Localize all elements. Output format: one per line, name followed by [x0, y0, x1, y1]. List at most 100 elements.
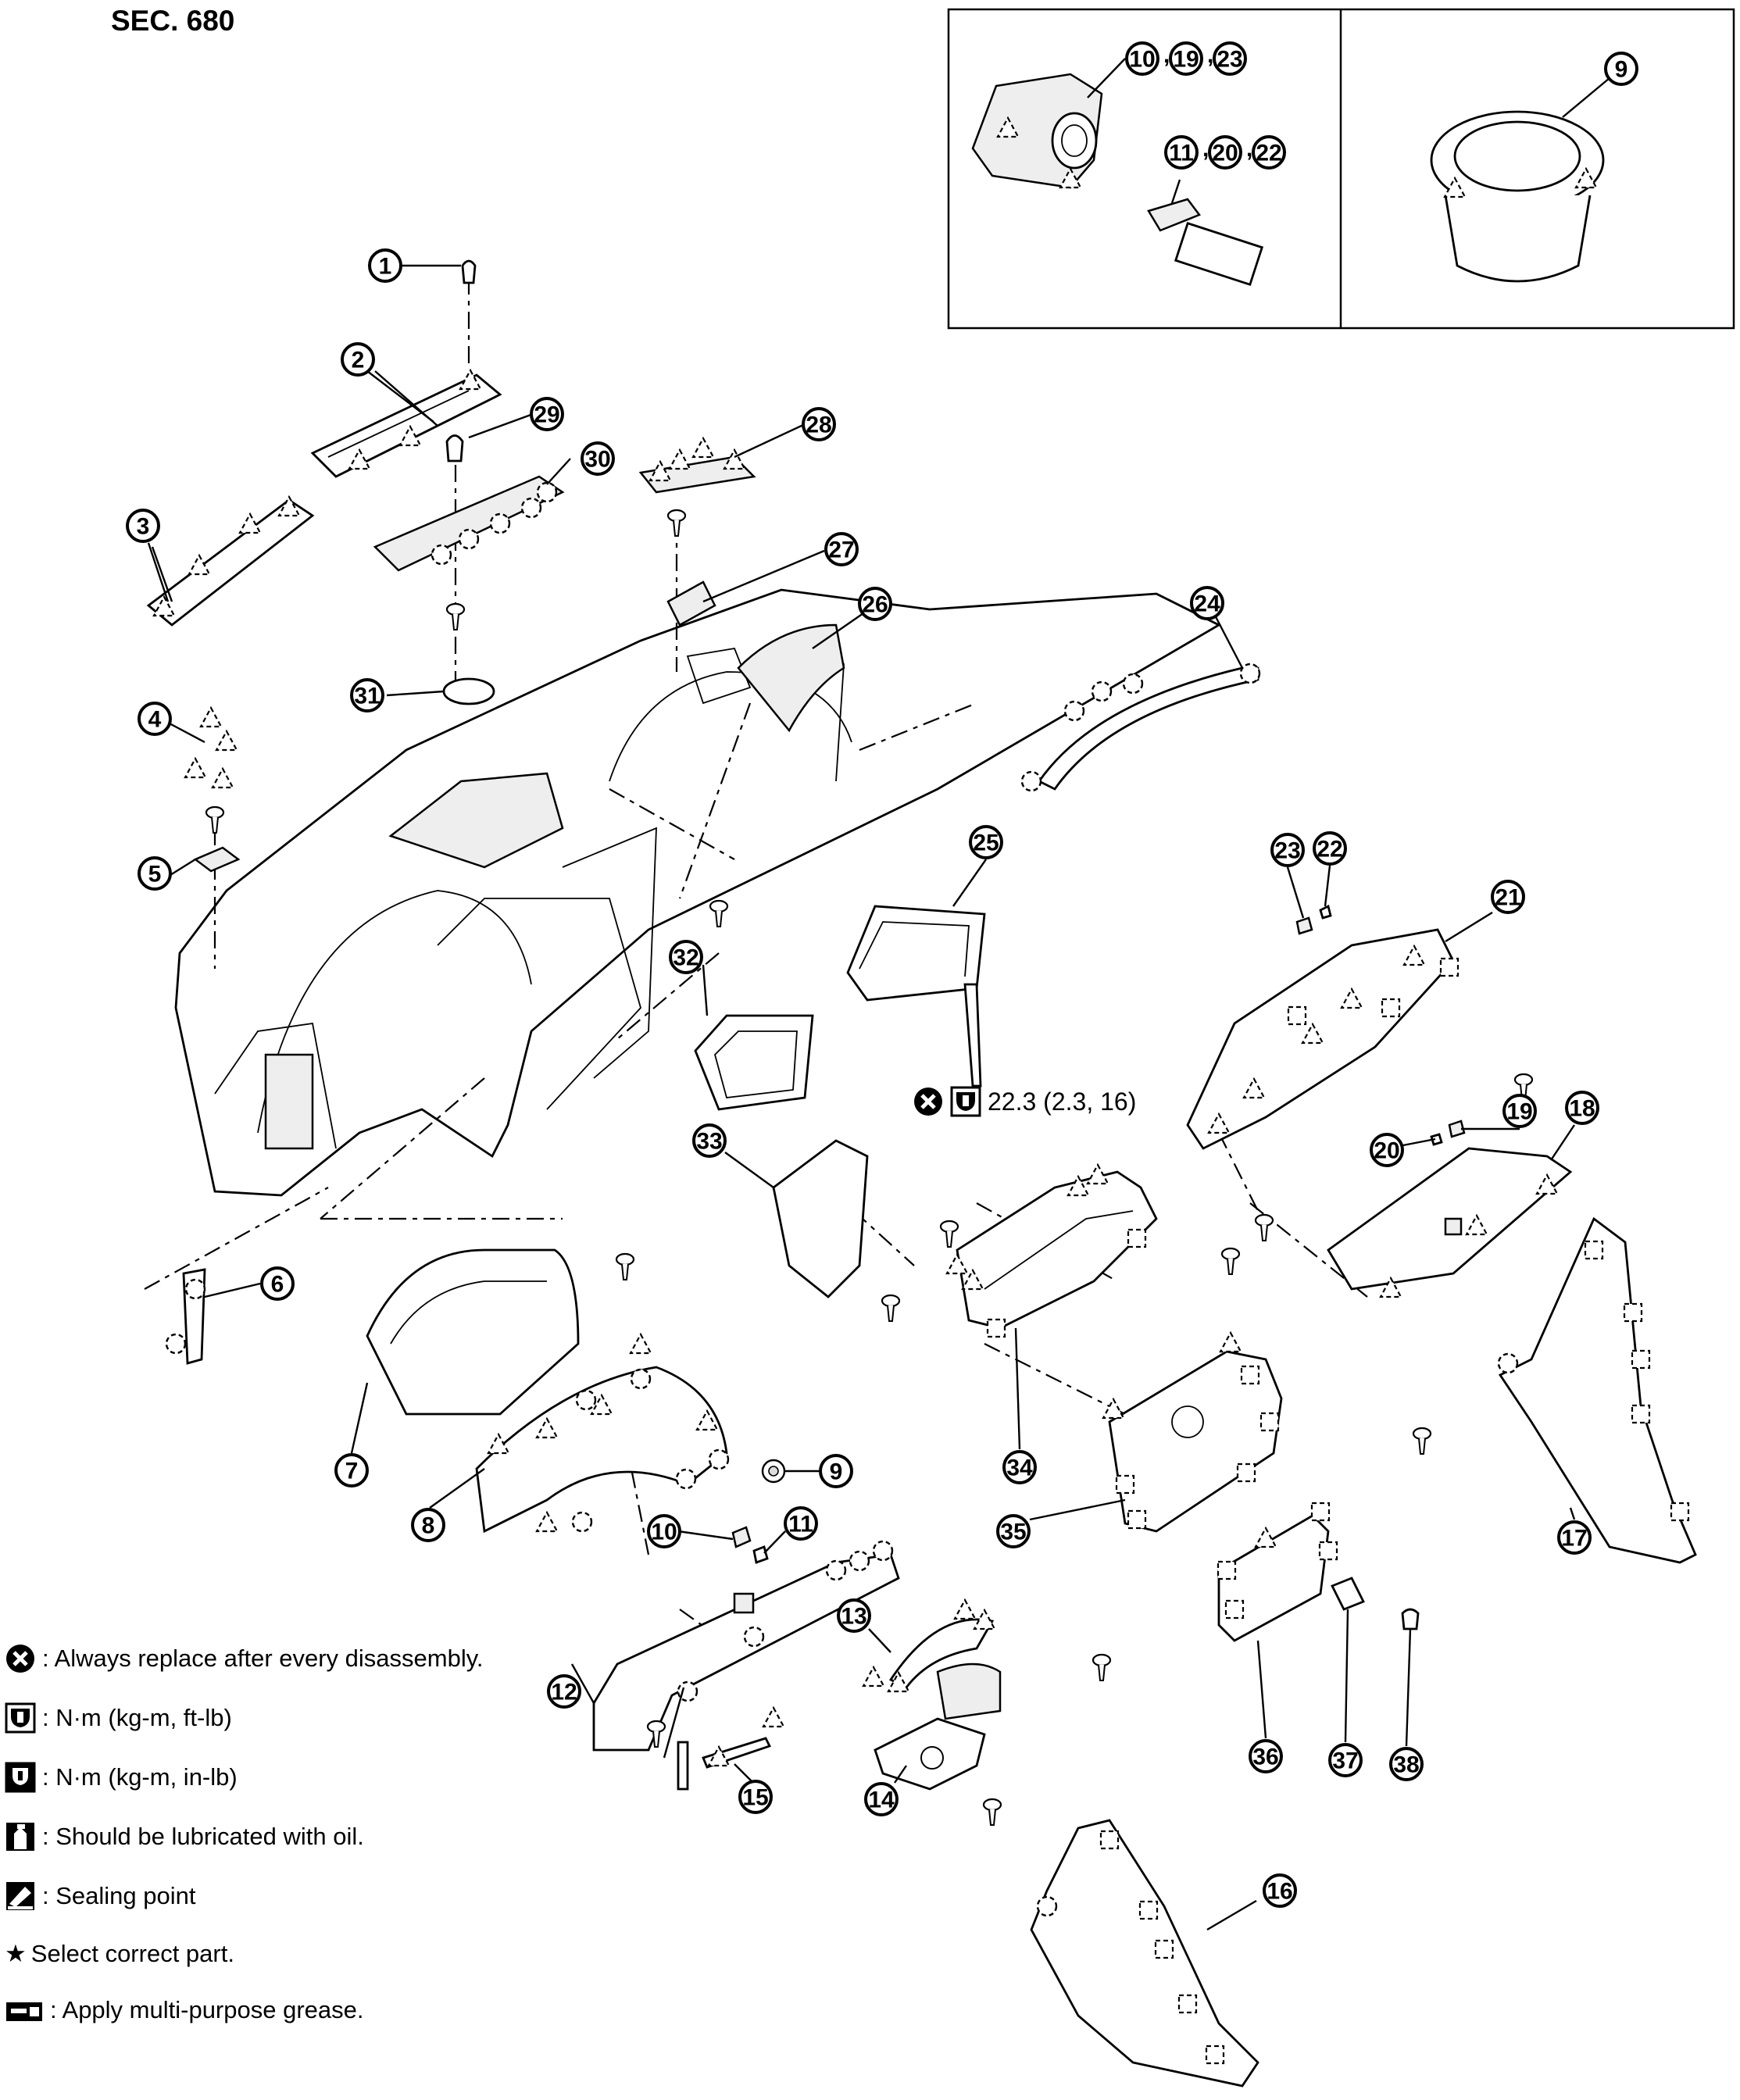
svg-text:30: 30: [584, 447, 610, 473]
legend-item-torque-in-lb: : N·m (kg-m, in-lb): [5, 1759, 238, 1795]
callout-6: 6: [260, 1266, 295, 1301]
svg-text:9: 9: [1615, 57, 1628, 83]
callout-31: 31: [350, 678, 384, 712]
inset-separator: ,: [1163, 42, 1170, 68]
callout-15: 15: [738, 1780, 773, 1814]
callout-19: 19: [1502, 1094, 1537, 1128]
svg-text:22: 22: [1317, 837, 1342, 862]
callout-25: 25: [969, 825, 1003, 859]
svg-text:20: 20: [1212, 141, 1238, 166]
svg-text:25: 25: [973, 830, 999, 856]
callout-9: 9: [819, 1454, 853, 1488]
part-9-push-button: [761, 1459, 820, 1484]
callout-24: 24: [1190, 586, 1224, 620]
svg-text:5: 5: [148, 862, 162, 888]
svg-text:1: 1: [379, 254, 392, 280]
svg-text:10: 10: [1129, 47, 1155, 73]
inset-callout-10: 10: [1125, 41, 1159, 76]
part-32-display-unit: [694, 1014, 814, 1111]
instrument-panel-drawing: [174, 588, 1221, 1197]
callout-leaders: [147, 264, 1576, 1931]
callout-13: 13: [837, 1598, 871, 1633]
callout-10: 10: [647, 1514, 681, 1548]
svg-text:7: 7: [345, 1459, 359, 1484]
callout-30: 30: [581, 441, 615, 476]
leader-lines: [144, 277, 1368, 1649]
part-28-clip-set: [638, 437, 756, 494]
part-12-lower-panel: [592, 1540, 900, 1791]
callout-38: 38: [1389, 1747, 1424, 1781]
legend-item-sealing: : Sealing point: [5, 1878, 195, 1914]
callout-23: 23: [1270, 833, 1305, 867]
part-3-vent-trim: [146, 495, 315, 627]
svg-text:28: 28: [806, 412, 831, 438]
callout-37: 37: [1328, 1743, 1363, 1777]
inset-callout-22: 22: [1252, 135, 1286, 170]
callout-14: 14: [864, 1782, 899, 1816]
callout-11: 11: [784, 1506, 818, 1541]
callout-35: 35: [996, 1514, 1031, 1548]
svg-text:11: 11: [1169, 141, 1194, 166]
svg-text:12: 12: [551, 1680, 577, 1705]
torque-note: 22.3 (2.3, 16): [913, 1086, 1136, 1117]
part-19-20-22-23-small-parts: [1295, 904, 1466, 1146]
part-26-duct: [737, 623, 845, 733]
callout-1: 1: [368, 248, 402, 283]
part-15-bracket: [702, 1706, 785, 1769]
inset-separator: ,: [1207, 42, 1213, 68]
svg-text:27: 27: [828, 538, 854, 563]
svg-text:8: 8: [422, 1513, 435, 1539]
part-24-duct: [1020, 662, 1261, 792]
svg-text:23: 23: [1274, 838, 1300, 864]
svg-text:32: 32: [673, 945, 699, 971]
part-35-control-panel: [1102, 1331, 1432, 1533]
section-label: SEC. 680: [111, 5, 235, 37]
part-37-switch: [1331, 1577, 1365, 1611]
svg-text:33: 33: [696, 1129, 722, 1155]
part-8-cluster-finisher: [475, 1333, 730, 1534]
svg-text:19: 19: [1173, 47, 1199, 73]
callout-29: 29: [530, 397, 564, 431]
switch-holder-drawing: [971, 58, 1126, 189]
svg-text:10: 10: [651, 1520, 677, 1545]
svg-text:26: 26: [862, 592, 888, 618]
svg-text:15: 15: [742, 1785, 768, 1811]
part-38-clip: [1401, 1608, 1420, 1630]
part-13-column-cover-upper: [862, 1598, 996, 1693]
part-36-switch-panel: [1217, 1502, 1338, 1642]
svg-text:24: 24: [1194, 591, 1220, 617]
part-17-side-cover: [1497, 1216, 1697, 1564]
callout-8: 8: [411, 1508, 445, 1542]
inset-callout-9: 9: [1604, 52, 1638, 86]
inset-callout-20: 20: [1208, 135, 1242, 170]
svg-text:13: 13: [841, 1604, 866, 1630]
part-18-glove-box-panel: [1327, 1147, 1573, 1298]
callout-22: 22: [1313, 831, 1347, 866]
sealing-icon: [6, 1882, 34, 1910]
svg-text:2: 2: [352, 348, 365, 373]
part-7-cluster-lid: [366, 1248, 635, 1416]
callout-18: 18: [1565, 1091, 1599, 1125]
replace-icon: [6, 1645, 34, 1673]
svg-text:18: 18: [1569, 1096, 1595, 1122]
part-25-display: [709, 899, 986, 1088]
svg-text:14: 14: [868, 1788, 895, 1813]
legend-item-grease: : Apply multi-purpose grease.: [5, 1992, 364, 2028]
svg-text:29: 29: [534, 402, 559, 428]
inset-callout-19: 19: [1169, 41, 1203, 76]
part-21-glove-box: [1186, 928, 1534, 1242]
svg-text:6: 6: [271, 1272, 284, 1298]
part-2-vent-trim: [310, 369, 502, 478]
inset-callout-11: 11: [1164, 135, 1199, 170]
svg-text:23: 23: [1217, 47, 1242, 73]
part-5-bracket: [193, 846, 241, 873]
callout-2: 2: [341, 342, 375, 377]
callout-36: 36: [1249, 1739, 1283, 1773]
svg-text:36: 36: [1252, 1745, 1278, 1770]
svg-text:21: 21: [1495, 885, 1520, 911]
push-button-drawing: [1430, 77, 1610, 283]
svg-text:17: 17: [1561, 1526, 1587, 1552]
callout-5: 5: [138, 856, 172, 891]
inset-separator: ,: [1202, 136, 1209, 162]
torque-wrench-icon: [5, 1702, 36, 1734]
